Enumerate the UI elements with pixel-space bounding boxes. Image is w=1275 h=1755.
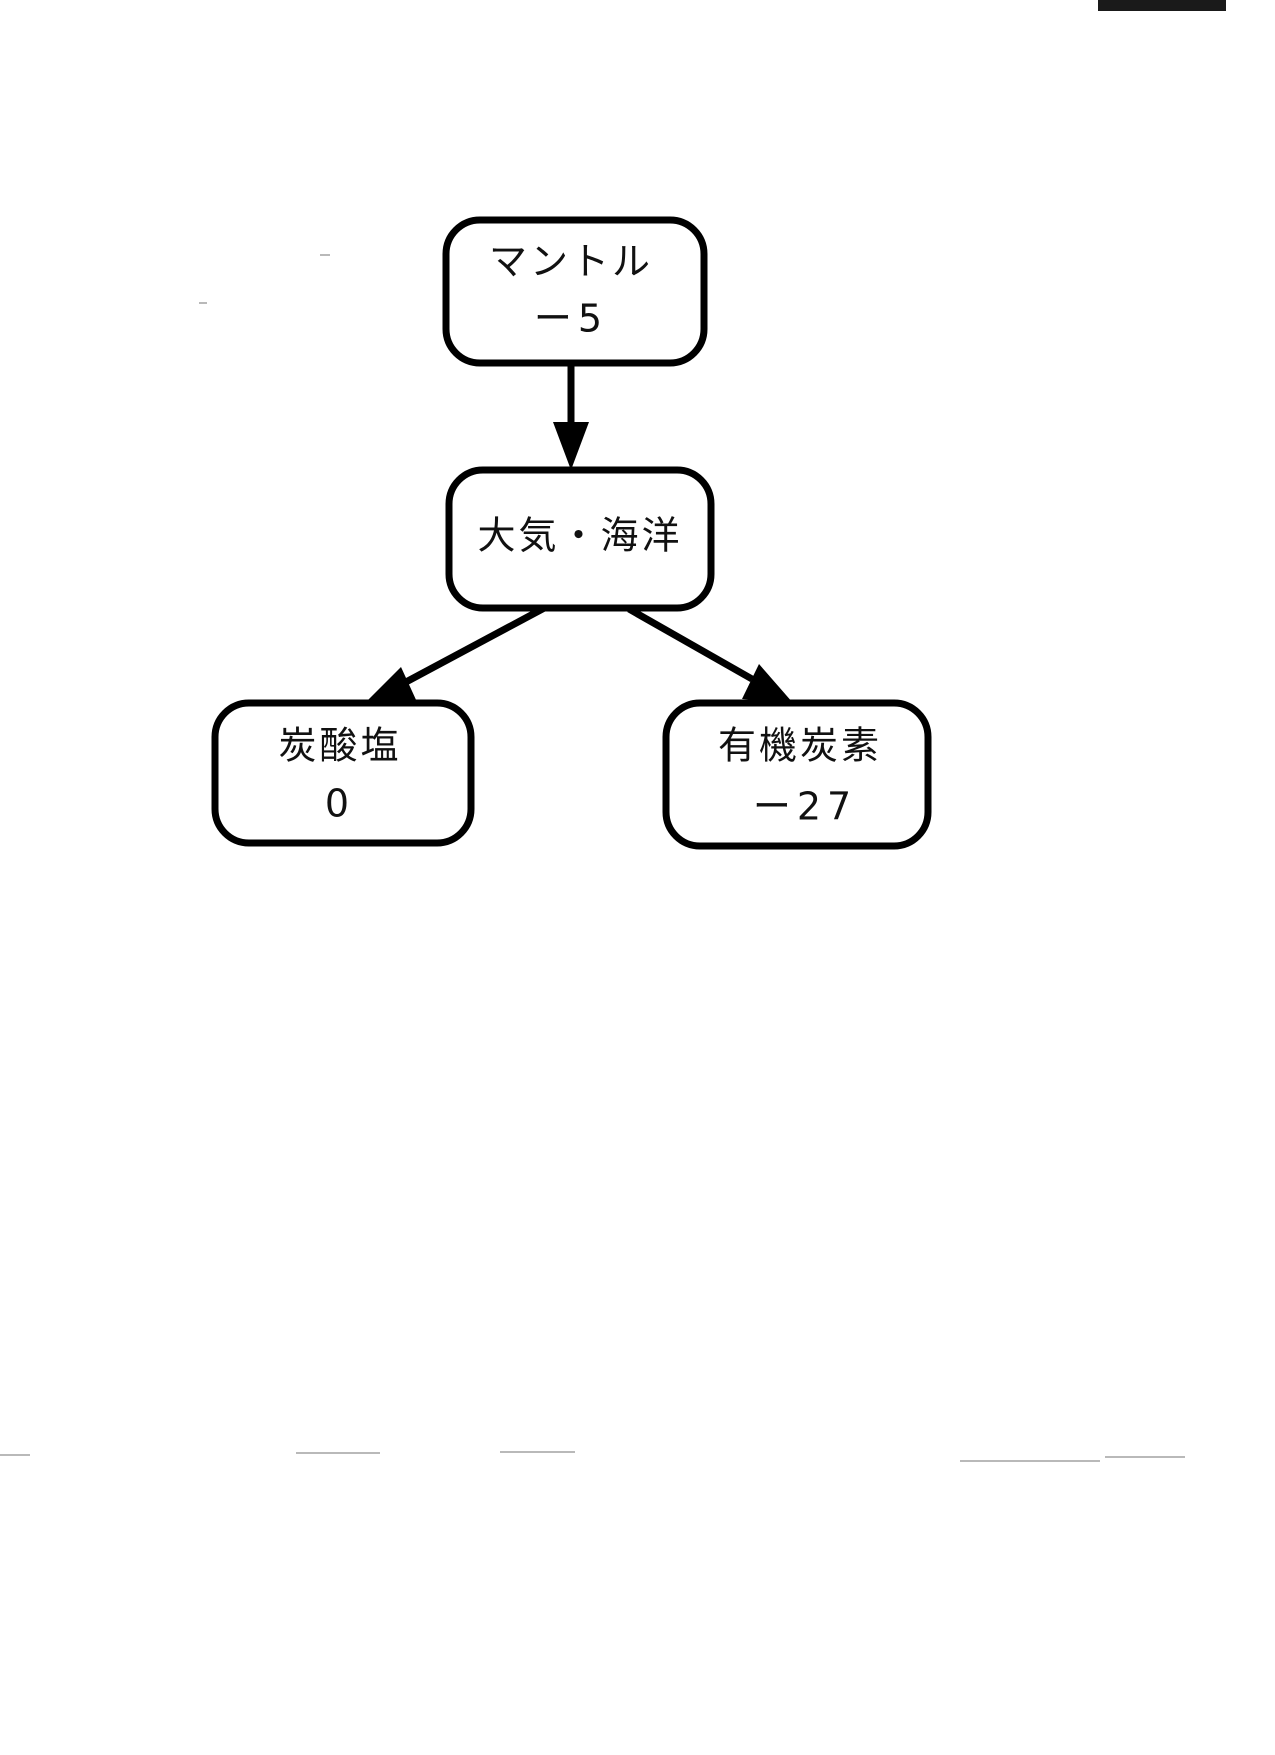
node-organic-carbon-shape[interactable] — [662, 699, 932, 850]
node-mantle-shape[interactable] — [442, 216, 708, 367]
node-carbonate-value: 0 — [325, 782, 355, 826]
node-atmosphere-ocean[interactable]: 大気・海洋 — [445, 466, 715, 612]
edge-mantle-to-atmosphere — [553, 360, 589, 470]
node-atmosphere-ocean-label: 大気・海洋 — [477, 514, 682, 558]
node-mantle-value: ー5 — [534, 297, 608, 341]
edge-atmosphere-to-carbonate — [363, 602, 550, 705]
edge-atmosphere-to-organic-carbon — [627, 605, 793, 703]
node-atmosphere-ocean-shape[interactable] — [445, 466, 715, 612]
node-organic-carbon[interactable]: 有機炭素 ー27 — [662, 699, 932, 850]
scan-artifact-top-right — [1098, 0, 1226, 11]
node-mantle-label: マントル — [489, 240, 653, 284]
node-carbonate-shape[interactable] — [211, 699, 475, 847]
node-mantle[interactable]: マントル ー5 — [442, 216, 708, 367]
node-organic-carbon-value: ー27 — [753, 785, 857, 829]
node-organic-carbon-label: 有機炭素 — [718, 724, 882, 768]
node-carbonate-label: 炭酸塩 — [278, 724, 401, 768]
node-carbonate[interactable]: 炭酸塩 0 — [211, 699, 475, 847]
